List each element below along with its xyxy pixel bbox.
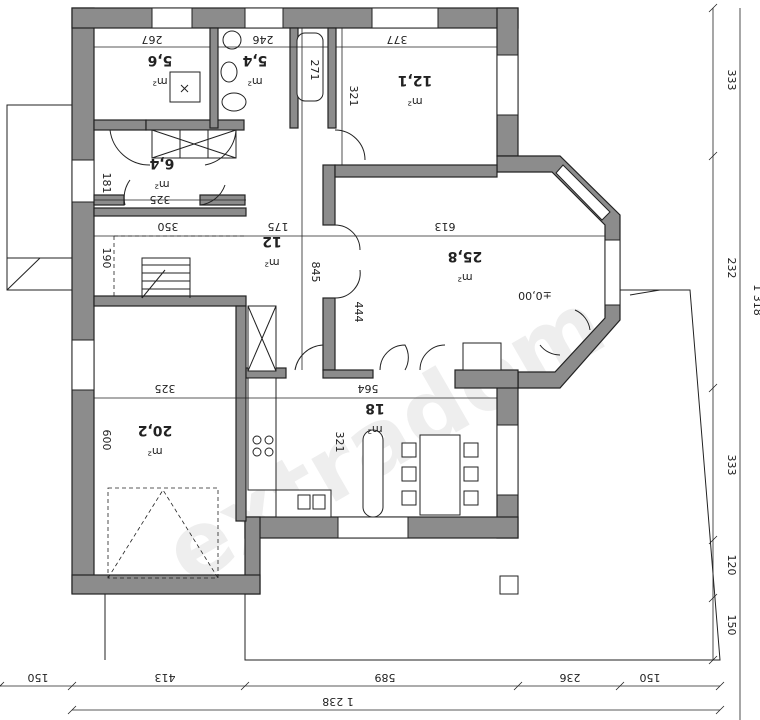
dim-377: 377 [387,33,408,46]
dim-bottom-4: 150 [640,671,661,684]
inner-dimension-labels: 267 246 377 271 321 181 325 350 175 613 … [100,33,552,453]
bottom-total-tick-0 [67,705,77,715]
dim-246: 246 [253,33,274,46]
dim-190: 190 [100,248,113,269]
stairs [113,235,246,299]
dim-total-bottom: 1 238 [322,695,354,708]
dim-444: 444 [352,302,365,323]
room-garage-area: 20,2 [138,422,173,438]
bottom-tick-4 [615,681,625,691]
bottom-tick-0 [0,681,5,687]
bottom-tick-2 [240,681,250,691]
doors [109,129,591,371]
shower-tray [169,71,201,103]
dim-right-2: 333 [725,455,738,476]
dim-right-4: 150 [725,615,738,636]
dim-bottom-1: 413 [155,671,176,684]
room-living-unit: m² [457,271,472,284]
room-bedroom-a-unit: m² [152,75,167,88]
bar-counter [362,429,384,518]
bottom-total-tick-1 [715,705,725,715]
room-bathroom-unit: m² [247,75,262,88]
bottom-tick-3 [513,681,523,691]
room-garage-unit: m² [147,445,162,458]
dim-845: 845 [309,262,322,283]
room-labels: 5,6 m² 5,4 m² 12,1 m² 6,4 m² 12 m² 25,8 m² 20,2 m² 18 m… [138,52,483,458]
dim-175: 175 [268,220,289,233]
dim-350: 350 [158,220,179,233]
right-dimension-chain: 333 232 333 120 150 1 318 [708,3,760,720]
dim-564: 564 [358,382,379,395]
right-tick-0 [708,3,718,13]
level-mark: ±0,00 [518,289,552,302]
right-tick-2 [708,383,718,393]
dim-181: 181 [100,173,113,194]
kitchen-sink [275,489,332,518]
room-bedroom-b-unit: m² [407,95,422,108]
bottom-tick-5 [715,681,725,691]
toilet-icon [221,92,247,112]
kitchen-counter [247,377,277,491]
dim-271: 271 [308,60,321,81]
dim-bottom-2: 589 [375,671,396,684]
room-bedroom-b-area: 12,1 [398,72,433,88]
fixtures [151,30,519,595]
room-kitchen-area: 18 [365,400,384,416]
dim-321-kitchen: 321 [333,432,346,453]
windows [71,7,621,539]
right-tick-1 [708,151,718,161]
dim-325-garage: 325 [155,382,176,395]
washbasin-icon [222,30,242,50]
dim-right-3: 120 [725,555,738,576]
room-kitchen-unit: m² [367,423,382,436]
dim-total-right: 1 318 [751,284,760,316]
fireplace [462,342,502,371]
dining-table [419,434,461,516]
pillar [499,575,519,595]
dim-267: 267 [142,33,163,46]
room-living-area: 25,8 [448,248,483,264]
dim-bottom-0: 150 [28,671,49,684]
room-stairs-hall-area: 12 [262,233,281,249]
dim-right-1: 232 [725,258,738,279]
room-hall-unit: m² [154,178,169,191]
bathtub-icon [296,32,324,102]
watermark-text: extradom [148,271,622,606]
right-tick-4 [708,593,718,603]
right-tick-3 [708,535,718,545]
dim-613: 613 [435,220,456,233]
bottom-tick-1 [67,681,77,691]
sink-icon [220,61,238,83]
room-bedroom-a-area: 5,6 [148,52,173,68]
interior-dimension-lines [93,28,605,399]
dim-600: 600 [100,430,113,451]
bottom-dimension-chain: 150 413 589 236 150 1 238 [0,671,725,715]
garage-door [107,487,219,579]
room-stairs-hall-unit: m² [264,256,279,269]
right-tick-5 [708,655,718,665]
room-hall-area: 6,4 [149,155,174,171]
room-bathroom-area: 5,4 [242,52,267,68]
dim-right-0: 333 [725,70,738,91]
dim-bottom-3: 236 [560,671,581,684]
interior-walls [93,27,519,522]
dim-325-top: 325 [150,193,171,206]
terrace-outline [6,104,721,661]
dim-321: 321 [347,86,360,107]
